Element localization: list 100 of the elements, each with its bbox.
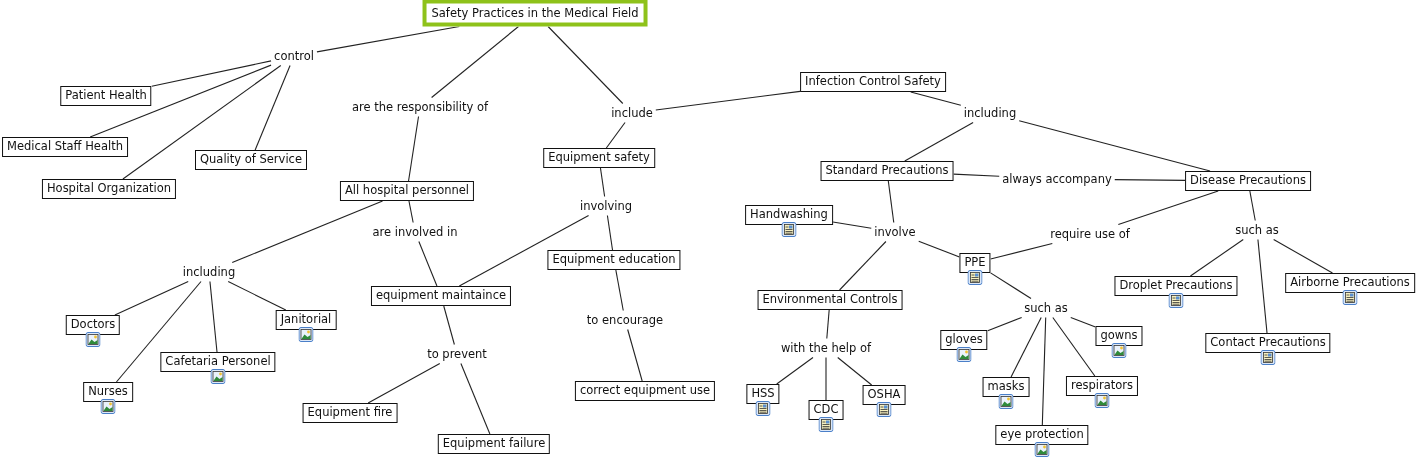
concept-label: HSS [751, 386, 775, 401]
concept-label: Quality of Service [200, 152, 302, 167]
concept-label: gowns [1100, 328, 1138, 343]
connector-line [254, 64, 291, 151]
concept-label: Infection Control Safety [805, 74, 941, 89]
concept-box [757, 290, 903, 310]
connector-line [1249, 190, 1256, 222]
concept-label: Standard Precautions [825, 163, 949, 178]
concept-label: Contact Precautions [1210, 335, 1326, 350]
concept-box [574, 381, 716, 401]
concept-box [746, 384, 780, 404]
connector-line [316, 25, 460, 53]
connector-line [990, 242, 1053, 260]
connector-line [776, 356, 814, 385]
concept-label: Cafetaria Personel [165, 354, 271, 369]
linking-phrase: always accompany [1002, 171, 1112, 187]
connector-line [599, 167, 606, 198]
connector-line [952, 173, 1000, 177]
connector-line [209, 280, 218, 353]
concept-box [547, 250, 681, 270]
concept-label: gloves [945, 332, 983, 347]
concept-label: equipment maintaince [375, 288, 507, 303]
linking-phrase: including [963, 105, 1017, 121]
linking-phrase: to encourage [586, 312, 664, 328]
connector-line [904, 121, 974, 162]
concept-label: respirators [1070, 378, 1134, 393]
concept-label: Safety Practices in the Medical Field [431, 5, 639, 21]
connector-line [1114, 179, 1186, 181]
linking-phrase: to prevent [427, 346, 487, 362]
concept-label: Droplet Precautions [1119, 278, 1233, 293]
concept-box [862, 385, 906, 405]
connector-line [1070, 316, 1097, 328]
connector-line [1273, 238, 1333, 274]
main-concept-box [422, 0, 648, 27]
connector-line [1052, 316, 1096, 377]
connector-line [460, 362, 491, 435]
linking-phrase: are the responsibility of [351, 99, 489, 115]
concept-box [83, 382, 133, 402]
concept-label: Janitorial [280, 312, 332, 327]
concept-box [1114, 276, 1238, 296]
concept-box [940, 330, 988, 350]
connector-line [615, 269, 624, 312]
connector-line [89, 64, 272, 138]
linking-phrase: including [182, 264, 236, 280]
linking-phrase: with the help of [780, 340, 872, 356]
connector-line [837, 356, 873, 386]
concept-box [543, 148, 655, 168]
concept-label: eye protection [1000, 427, 1084, 442]
connector-line [443, 305, 455, 346]
concept-box [195, 150, 307, 170]
connector-line [605, 121, 626, 149]
concept-label: Doctors [70, 317, 116, 332]
connector-line [231, 200, 384, 264]
concept-box [1185, 171, 1311, 191]
concept-label: Patient Health [65, 88, 147, 103]
linking-phrase: such as [1235, 222, 1279, 238]
concept-label: Disease Precautions [1190, 173, 1306, 188]
concept-label: masks [987, 379, 1025, 394]
connector-line [825, 356, 827, 401]
connector-line [1010, 316, 1042, 378]
concept-box [995, 425, 1089, 445]
connector-line [887, 180, 895, 224]
connector-line [1117, 190, 1219, 226]
concept-box [437, 434, 551, 454]
linking-phrase: involving [579, 198, 633, 214]
concept-box [2, 137, 128, 157]
concept-box [1095, 326, 1143, 346]
connector-line [990, 272, 1032, 300]
connector-line [114, 280, 189, 316]
concept-box [959, 253, 991, 273]
concept-box [41, 179, 177, 199]
connector-line [918, 240, 960, 258]
connector-line [367, 362, 441, 404]
concept-label: CDC [813, 402, 839, 417]
connector-line [655, 90, 801, 111]
linking-phrase: such as [1024, 300, 1068, 316]
concept-box [370, 286, 512, 306]
connector-line [839, 240, 887, 291]
connector-line [910, 91, 962, 106]
connector-line [418, 240, 438, 287]
connector-line [826, 309, 830, 340]
concept-box [65, 315, 121, 335]
connector-line [151, 60, 272, 87]
connector-line [408, 115, 420, 182]
concept-box [1285, 273, 1415, 293]
concept-box [800, 72, 946, 92]
concept-label: Equipment education [552, 252, 676, 267]
concept-label: Equipment failure [442, 436, 546, 451]
concept-label: PPE [964, 255, 986, 270]
concept-box [745, 205, 833, 225]
concept-box [339, 181, 475, 201]
connector-line [1257, 238, 1268, 334]
concept-box [302, 403, 398, 423]
concept-label: Nurses [88, 384, 128, 399]
connector-line [627, 328, 643, 382]
connector-line [1189, 238, 1244, 277]
concept-label: OSHA [867, 387, 901, 402]
connector-line [227, 280, 287, 311]
concept-label: Hospital Organization [46, 181, 172, 196]
connector-line [115, 280, 202, 383]
